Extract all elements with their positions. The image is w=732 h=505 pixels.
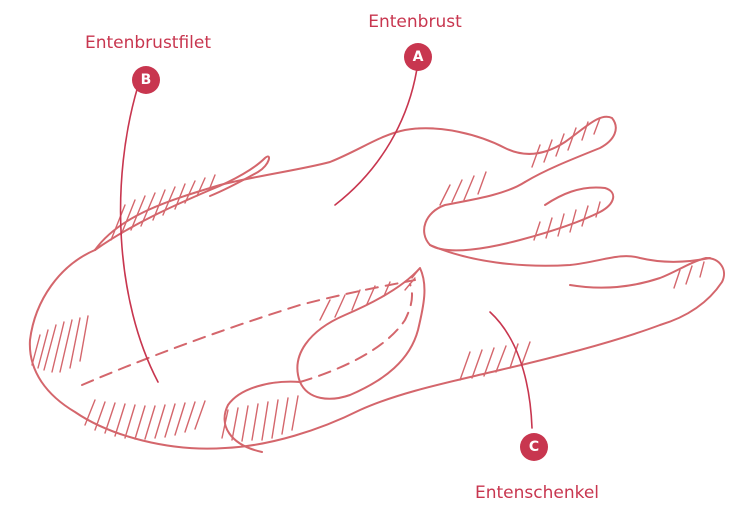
marker-a-badge: A xyxy=(404,43,432,71)
duck-body-outline xyxy=(30,250,724,449)
marker-c-badge: C xyxy=(520,433,548,461)
marker-b-badge: B xyxy=(132,66,160,94)
fillet-dashed-line xyxy=(82,280,415,385)
wing-fold-outline xyxy=(297,268,424,399)
leader-line-a xyxy=(335,62,418,205)
label-entenschenkel: Entenschenkel xyxy=(475,483,599,503)
label-entenbrustfilet: Entenbrustfilet xyxy=(85,33,211,53)
lower-leg-outline xyxy=(430,245,710,266)
leader-line-b xyxy=(121,86,158,382)
hatching xyxy=(32,118,704,441)
label-entenbrust: Entenbrust xyxy=(368,12,462,32)
